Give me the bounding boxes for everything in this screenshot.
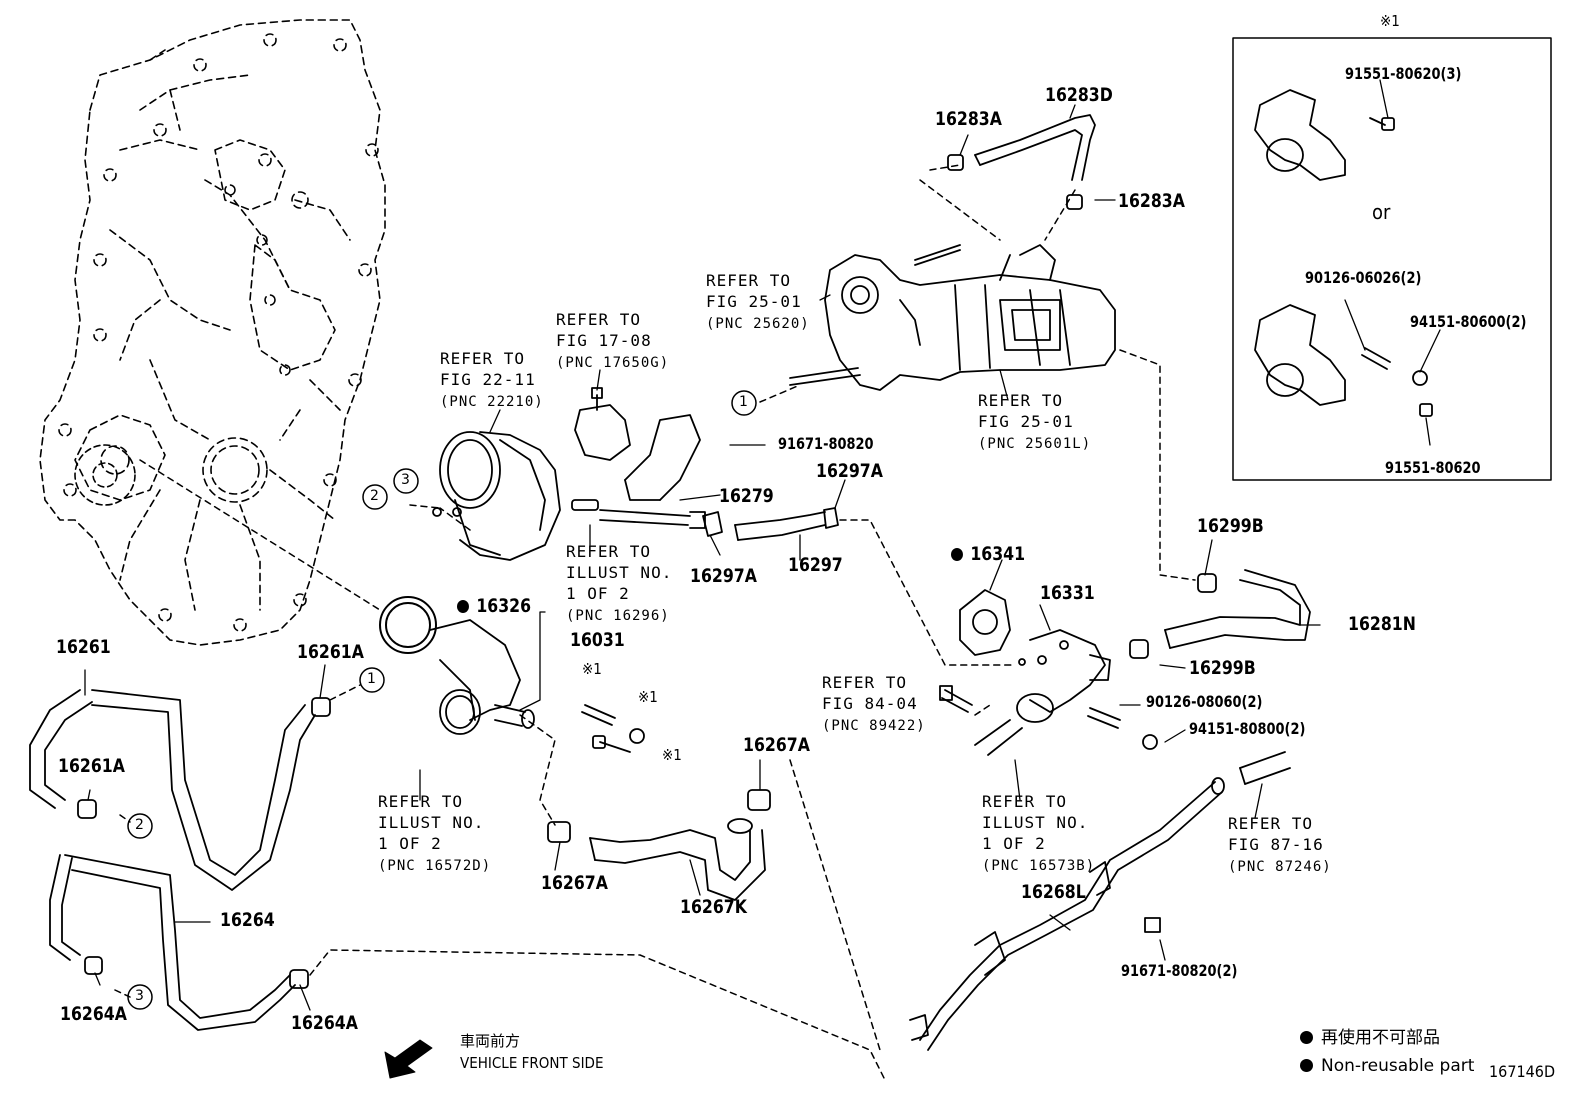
part-number-16267A: 16267A xyxy=(541,872,608,894)
legend-dot xyxy=(1300,1031,1313,1044)
part-number-16261: 16261 xyxy=(56,636,111,658)
hose-16297 xyxy=(702,507,839,541)
legend-non-reusable: Non-reusable part xyxy=(1300,1058,1474,1075)
inset-note-mark: ※1 xyxy=(1380,12,1400,30)
part-number-16261A: 16261A xyxy=(58,755,125,777)
part-number-16031: 16031 xyxy=(570,629,625,651)
part-number-91671-80820: 91671-80820 xyxy=(778,434,874,453)
note-1-mark: ※1 xyxy=(662,746,682,764)
part-number-16283A: 16283A xyxy=(1118,190,1185,212)
part-number-16268L: 16268L xyxy=(1021,881,1086,903)
non-reusable-dot xyxy=(951,548,963,561)
part-number-16264: 16264 xyxy=(220,909,275,931)
hose-16281N xyxy=(1129,569,1311,659)
gasket-16326 xyxy=(379,596,437,654)
gasket-16341 xyxy=(959,589,1011,656)
reference-fig-22-11: REFER TO FIG 22-11 (PNC 22210) xyxy=(440,349,544,410)
reference-illust-16573B: REFER TO ILLUST NO. 1 OF 2 (PNC 16573B) xyxy=(982,792,1096,874)
part-number-16261A: 16261A xyxy=(297,641,364,663)
part-number-91551-80620-3: 91551-80620(3) xyxy=(1345,64,1462,83)
reference-fig-84-04: REFER TO FIG 84-04 (PNC 89422) xyxy=(822,673,926,734)
part-number-94151-80800-2: 94151-80800(2) xyxy=(1189,719,1306,738)
part-number-16267A: 16267A xyxy=(743,734,810,756)
callout-number: 1 xyxy=(367,671,376,687)
part-number-16331: 16331 xyxy=(1040,582,1095,604)
part-number-16299B: 16299B xyxy=(1197,515,1264,537)
part-number-16279: 16279 xyxy=(719,485,774,507)
water-outlet-16031 xyxy=(429,619,535,735)
part-number-16264A: 16264A xyxy=(60,1003,127,1025)
part-number-90126-06026-2: 90126-06026(2) xyxy=(1305,268,1422,287)
pipe-16279 xyxy=(571,414,706,529)
reference-fig-25-01-b: REFER TO FIG 25-01 (PNC 25601L) xyxy=(978,391,1092,452)
part-number-16297A: 16297A xyxy=(816,460,883,482)
reference-fig-17-08: REFER TO FIG 17-08 (PNC 17650G) xyxy=(556,310,670,371)
pipe-16268L xyxy=(909,777,1225,1051)
part-number-91671-80820-2: 91671-80820(2) xyxy=(1121,961,1238,980)
stud-bolts-note1 xyxy=(581,704,645,753)
part-number-94151-80600-2: 94151-80600(2) xyxy=(1410,312,1527,331)
part-number-16297A: 16297A xyxy=(690,565,757,587)
throttle-body xyxy=(432,431,561,561)
reference-fig-25-01: REFER TO FIG 25-01 (PNC 25620) xyxy=(706,271,810,332)
part-number-16267K: 16267K xyxy=(680,896,747,918)
vehicle-front-label-jp: 車両前方 xyxy=(460,1032,521,1050)
hose-16283D xyxy=(947,114,1096,210)
vehicle-front-arrow xyxy=(384,1039,433,1079)
leader-solid xyxy=(84,79,1441,1011)
leader-lines xyxy=(114,164,1196,1081)
legend-dot xyxy=(1300,1059,1313,1072)
part-number-16281N: 16281N xyxy=(1348,613,1416,635)
vehicle-front-label: VEHICLE FRONT SIDE xyxy=(460,1054,604,1072)
callout-circles xyxy=(127,390,757,1010)
pipe-lower-right xyxy=(974,719,1023,756)
part-number-16341: 16341 xyxy=(951,545,1025,564)
part-number-91551-80620: 91551-80620 xyxy=(1385,458,1481,477)
inset-water-outlet-a xyxy=(1254,89,1395,181)
part-number-16299B: 16299B xyxy=(1189,657,1256,679)
part-number-90126-08060-2: 90126-08060(2) xyxy=(1146,692,1263,711)
callout-number: 2 xyxy=(370,488,379,504)
callout-number: 2 xyxy=(135,817,144,833)
part-number-16283A: 16283A xyxy=(935,108,1002,130)
hose-16261 xyxy=(29,689,331,891)
pipe-87246 xyxy=(1239,751,1291,785)
legend-non-reusable-jp: 再使用不可部品 xyxy=(1300,1030,1440,1047)
note-1-mark: ※1 xyxy=(638,688,658,706)
part-number-16283D: 16283D xyxy=(1045,84,1113,106)
diagram-id: 167146D xyxy=(1489,1062,1556,1081)
temp-sensor-89422 xyxy=(939,685,973,713)
reference-illust-16572D: REFER TO ILLUST NO. 1 OF 2 (PNC 16572D) xyxy=(378,792,492,874)
callout-number: 3 xyxy=(401,472,410,488)
egr-valve-assembly xyxy=(789,244,1116,391)
or-text: or xyxy=(1372,200,1391,224)
part-number-16326: 16326 xyxy=(457,597,531,616)
part-number-16297: 16297 xyxy=(788,554,843,576)
vsv-17650G xyxy=(574,387,631,461)
hose-16264 xyxy=(49,854,309,1031)
inset-box xyxy=(1232,37,1552,481)
part-number-16264A: 16264A xyxy=(291,1012,358,1034)
studs-90126-94151 xyxy=(1087,707,1158,750)
reference-illust-16296: REFER TO ILLUST NO. 1 OF 2 (PNC 16296) xyxy=(566,542,673,624)
callout-number: 3 xyxy=(135,988,144,1004)
reference-fig-87-16: REFER TO FIG 87-16 (PNC 87246) xyxy=(1228,814,1332,875)
hose-16267K xyxy=(547,789,771,901)
non-reusable-dot xyxy=(457,600,469,613)
water-pump-pulley xyxy=(74,444,136,506)
water-inlet-16331 xyxy=(1016,629,1111,723)
inset-water-outlet-b xyxy=(1254,304,1433,417)
callout-number: 1 xyxy=(739,394,748,410)
timing-chain-cover-outline xyxy=(39,19,386,646)
note-1-mark: ※1 xyxy=(582,660,602,678)
